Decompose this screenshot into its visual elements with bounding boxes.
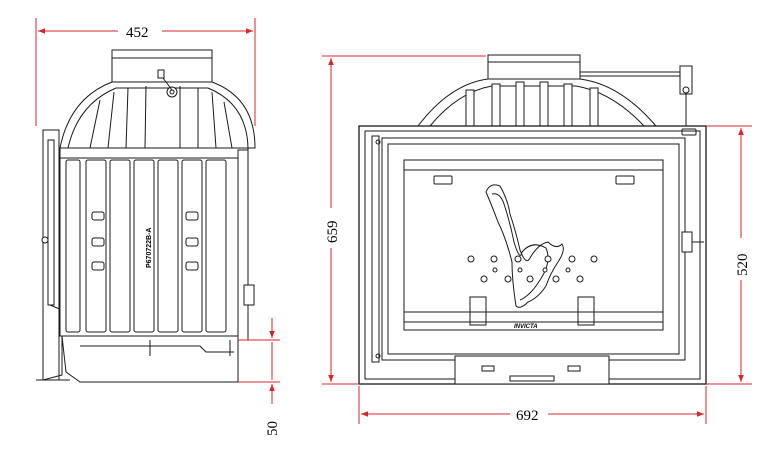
front-collar — [487, 54, 581, 80]
door-latch — [681, 231, 693, 253]
ash-drawer — [454, 355, 610, 385]
side-frame-left — [42, 129, 60, 381]
damper-bracket — [679, 65, 693, 95]
side-view — [36, 49, 256, 383]
brand-label: INVICTA — [514, 324, 538, 330]
dim-50-text: 50 — [265, 421, 281, 436]
dim-520-text: 520 — [735, 254, 751, 277]
dim-659-text: 659 — [325, 221, 341, 244]
model-label: P670722B-A — [146, 228, 153, 268]
side-body — [59, 157, 239, 337]
side-bolts — [91, 211, 199, 271]
flame-outline — [485, 184, 564, 308]
side-fins — [65, 159, 227, 333]
dim-692-text: 692 — [516, 408, 539, 424]
air-holes — [467, 255, 598, 283]
dimension-lines — [35, 18, 752, 424]
side-base — [61, 335, 239, 383]
side-frame-right — [237, 149, 249, 341]
log-support-right — [577, 296, 595, 326]
front-view — [358, 54, 707, 385]
log-support-left — [469, 296, 487, 326]
brand-badge — [681, 128, 697, 136]
damper-knob — [166, 86, 178, 98]
dim-452-text: 452 — [126, 25, 149, 41]
side-dome — [59, 81, 256, 149]
